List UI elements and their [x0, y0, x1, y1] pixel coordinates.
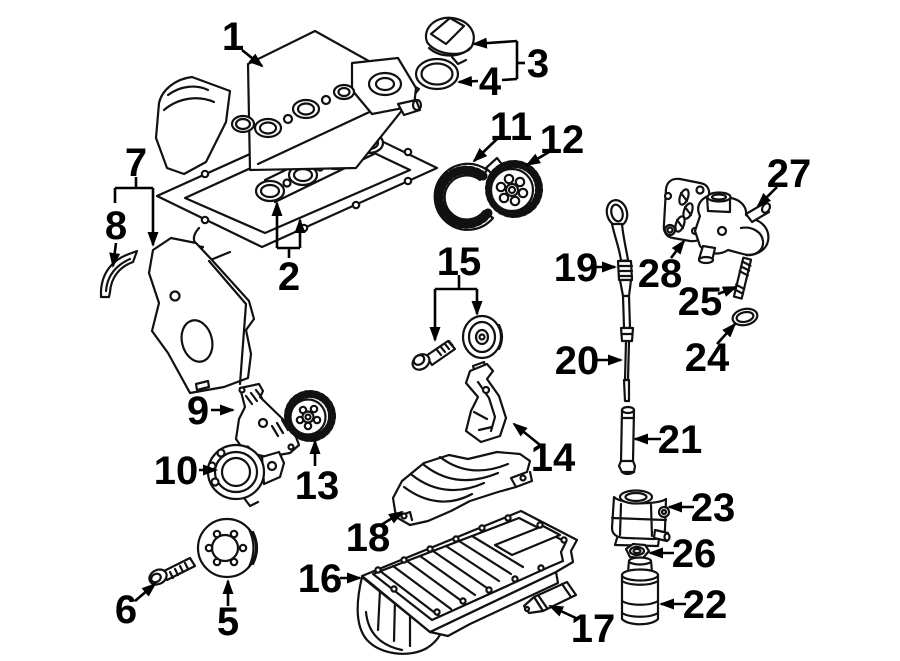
belt-tensioner[interactable]	[410, 314, 504, 373]
callout-number-17[interactable]: 17	[571, 607, 616, 651]
leader-arrow	[756, 186, 778, 208]
callout-baffle-plate[interactable]: 18	[346, 510, 404, 560]
callout-timing-belt[interactable]: 11	[472, 105, 532, 163]
timing-cover-upper[interactable]	[147, 236, 256, 395]
callout-number-23[interactable]: 23	[691, 486, 736, 530]
callout-oil-filler-cap[interactable]: 3	[472, 37, 549, 86]
leader-arrow	[716, 322, 737, 345]
leader-line	[501, 77, 518, 82]
baffle-plate[interactable]	[391, 450, 534, 527]
oil-filler-cap[interactable]	[424, 16, 475, 66]
callout-number-4[interactable]: 4	[479, 60, 502, 104]
o-ring[interactable]	[731, 307, 759, 328]
leader-arrow	[472, 37, 518, 49]
stud[interactable]	[732, 256, 753, 300]
callout-seal-nut[interactable]: 26	[648, 532, 717, 576]
callout-timing-cover-upper[interactable]: 7	[113, 141, 159, 247]
callout-number-6[interactable]: 6	[115, 588, 137, 632]
callout-number-18[interactable]: 18	[346, 516, 391, 560]
dipstick-tube[interactable]	[617, 405, 637, 476]
callout-cover-seal-strip[interactable]: 8	[105, 204, 127, 268]
callout-o-ring[interactable]: 24	[685, 322, 737, 380]
callout-number-2[interactable]: 2	[278, 255, 300, 299]
oil-filter[interactable]	[620, 556, 660, 626]
callout-belt-tensioner[interactable]: 15	[429, 240, 483, 342]
callout-number-26[interactable]: 26	[672, 532, 717, 576]
callout-camshaft-sprocket[interactable]: 12	[525, 118, 585, 167]
callout-oil-filter[interactable]: 22	[659, 583, 728, 627]
timing-belt[interactable]	[433, 156, 506, 231]
leader-arrow	[109, 242, 121, 268]
pulley-bolt[interactable]	[147, 556, 197, 587]
callout-dipstick-lower[interactable]: 20	[555, 339, 623, 383]
callout-valve-cover[interactable]: 1	[222, 15, 264, 68]
leader-arrow	[241, 48, 264, 68]
oil-filter-flange[interactable]	[693, 191, 772, 265]
callout-number-21[interactable]: 21	[658, 418, 703, 462]
callout-number-14[interactable]: 14	[531, 436, 576, 480]
crankshaft-pulley[interactable]	[196, 517, 259, 579]
callout-oil-cooler[interactable]: 23	[667, 486, 736, 530]
callout-stud[interactable]: 25	[678, 280, 738, 324]
leader-arrow	[669, 239, 686, 259]
callout-valve-cover-gasket[interactable]: 2	[271, 201, 306, 299]
callout-flange-gasket[interactable]: 28	[638, 239, 686, 296]
oil-cooler[interactable]	[610, 489, 671, 548]
mount-bracket[interactable]	[234, 382, 301, 459]
callout-number-8[interactable]: 8	[105, 204, 127, 248]
callout-crankshaft-pulley[interactable]: 5	[217, 579, 239, 644]
leader-arrow	[525, 150, 550, 167]
oil-pan[interactable]	[356, 509, 579, 655]
leader-arrow	[134, 582, 157, 602]
callout-number-15[interactable]: 15	[437, 240, 482, 284]
callout-crankshaft-sprocket[interactable]: 13	[295, 439, 340, 508]
valve-cover[interactable]	[154, 29, 423, 176]
leader-arrow	[380, 510, 404, 527]
callout-sealing-flange[interactable]: 10	[154, 449, 218, 493]
callout-number-19[interactable]: 19	[554, 246, 599, 290]
callout-dipstick-tube[interactable]: 21	[633, 418, 703, 462]
leader-arrow	[457, 75, 479, 87]
callout-number-28[interactable]: 28	[638, 252, 683, 296]
callout-number-3[interactable]: 3	[527, 42, 549, 86]
callout-oil-pan[interactable]: 16	[298, 557, 362, 601]
cover-seal-strip[interactable]	[99, 249, 139, 299]
leader-arrow	[472, 138, 498, 163]
callout-number-25[interactable]: 25	[678, 280, 723, 324]
callout-number-27[interactable]: 27	[767, 152, 812, 196]
sealant-tube[interactable]	[522, 580, 578, 615]
callout-sealant-tube[interactable]: 17	[548, 604, 616, 651]
callout-number-10[interactable]: 10	[154, 449, 199, 493]
callout-number-22[interactable]: 22	[683, 583, 728, 627]
crankshaft-sprocket[interactable]	[284, 390, 336, 442]
callout-number-16[interactable]: 16	[298, 557, 343, 601]
camshaft-sprocket[interactable]	[485, 160, 543, 218]
callout-number-12[interactable]: 12	[540, 118, 585, 162]
callout-number-9[interactable]: 9	[187, 389, 209, 433]
sealing-flange[interactable]	[206, 443, 286, 508]
callout-number-1[interactable]: 1	[222, 15, 244, 59]
callout-mount-bracket[interactable]: 9	[187, 389, 235, 433]
leader-arrow	[548, 604, 579, 621]
callout-number-13[interactable]: 13	[295, 464, 340, 508]
callout-oil-filter-flange[interactable]: 27	[756, 152, 812, 208]
callout-number-5[interactable]: 5	[217, 600, 239, 644]
callout-number-24[interactable]: 24	[685, 336, 730, 380]
callout-number-11[interactable]: 11	[490, 105, 532, 149]
seal-nut[interactable]	[624, 542, 651, 560]
leader-arrow	[717, 285, 738, 297]
callout-number-7[interactable]: 7	[125, 141, 147, 185]
callout-pulley-bolt[interactable]: 6	[115, 582, 157, 632]
filler-cap-seal[interactable]	[414, 57, 460, 91]
support-bracket[interactable]	[464, 360, 508, 444]
leader-arrow	[512, 422, 541, 447]
callout-filler-cap-seal[interactable]: 4	[457, 60, 518, 104]
callout-number-20[interactable]: 20	[555, 339, 600, 383]
callout-dipstick[interactable]: 19	[554, 246, 617, 290]
dipstick[interactable]	[604, 198, 635, 403]
callout-support-bracket[interactable]: 14	[512, 422, 576, 480]
